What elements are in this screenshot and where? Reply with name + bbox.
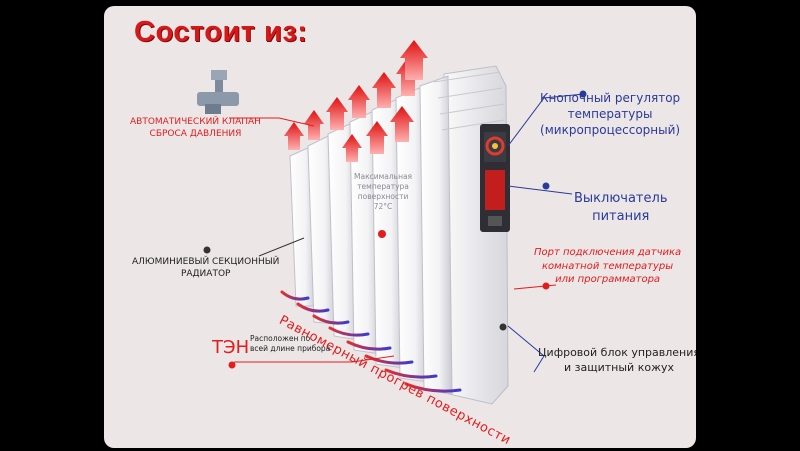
valve-label-line-2: СБРОСА ДАВЛЕНИЯ — [149, 129, 242, 140]
ten-title: ТЭН — [212, 337, 250, 358]
max-temp-label: Максимальная температура поверхности 72°… — [354, 172, 412, 213]
valve-icon — [197, 70, 239, 114]
ten-description-line-1: Расположен по — [250, 334, 311, 343]
max-temp-line-2: температура — [357, 182, 409, 192]
power-switch-label-line-2: питания — [592, 208, 650, 224]
radiator-label-line-2: РАДИАТОР — [180, 269, 231, 280]
regulator-label: Кнопочный регулятор температуры (микропр… — [540, 90, 680, 139]
diagram-panel: Состоит из: АВТОМАТИЧЕСКИЙ КЛАПАН СБРОСА… — [104, 6, 696, 448]
radiator-label: АЛЮМИНИЕВЫЙ СЕКЦИОННЫЙ РАДИАТОР — [132, 256, 279, 280]
max-temp-line-3: поверхности — [357, 192, 409, 202]
port-label-line-3: или программатора — [555, 274, 661, 285]
airflow-waves — [280, 290, 462, 393]
ten-description-line-2: всей длине прибора — [250, 344, 331, 354]
port-label-line-1: Порт подключения датчика — [534, 247, 682, 258]
regulator-label-line-3: (микропроцессорный) — [540, 123, 681, 138]
digital-block-label: Цифровой блок управления и защитный кожу… — [538, 346, 696, 376]
top-grille — [433, 71, 505, 131]
valve-label-line-1: АВТОМАТИЧЕСКИЙ КЛАПАН — [130, 117, 261, 127]
heat-arrows — [284, 40, 428, 162]
regulator-label-line-2: температуры — [567, 107, 653, 122]
valve-label: АВТОМАТИЧЕСКИЙ КЛАПАН СБРОСА ДАВЛЕНИЯ — [130, 116, 261, 140]
digital-block-line-1: Цифровой блок управления — [538, 346, 696, 359]
port-label-line-2: комнатной температуры — [541, 260, 674, 272]
radiator-side — [443, 65, 509, 405]
port-label: Порт подключения датчика комнатной темпе… — [534, 246, 681, 287]
radiator-fins — [289, 75, 453, 395]
power-switch-label: Выключатель питания — [574, 190, 667, 225]
digital-block-line-2: и защитный кожух — [564, 360, 674, 374]
ten-description: Расположен по всей длине прибора — [250, 334, 330, 354]
page-title: Состоит из: — [134, 16, 308, 48]
power-switch-label-line-1: Выключатель — [574, 191, 668, 206]
radiator-label-line-1: АЛЮМИНИЕВЫЙ СЕКЦИОННЫЙ — [132, 257, 280, 267]
max-temp-line-1: Максимальная — [354, 172, 413, 181]
radiator-illustration — [197, 40, 587, 405]
max-temp-line-4: 72°C — [373, 202, 393, 212]
regulator-label-line-1: Кнопочный регулятор — [540, 91, 681, 105]
